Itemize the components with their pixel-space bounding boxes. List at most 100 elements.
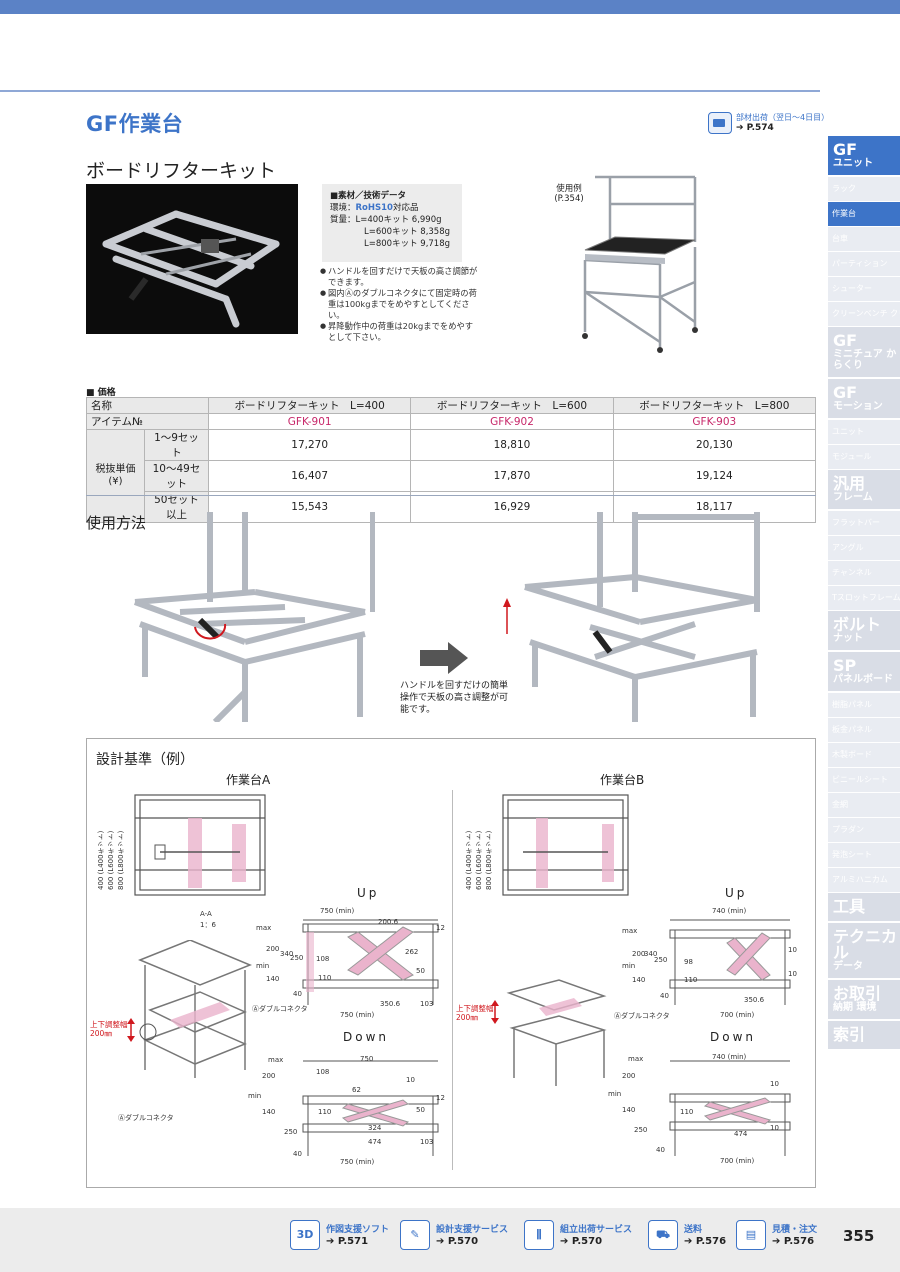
sidebar-category-subtitle: パネルボード (833, 674, 893, 685)
dim: 200 (632, 950, 646, 958)
sidebar-item[interactable]: フラットバー (828, 511, 900, 535)
footer-ref[interactable]: ➔ P.570 (436, 1236, 479, 1247)
bench-b-plan-drawing (502, 794, 629, 896)
usage-after-illustration (503, 512, 760, 722)
section-divider (86, 495, 816, 496)
design-support-icon[interactable]: ✎ (400, 1220, 430, 1250)
page-number: 355 (843, 1227, 875, 1245)
dim: 10 (770, 1124, 779, 1132)
footer-label[interactable]: 作図支援ソフト (326, 1225, 390, 1235)
sidebar-item[interactable]: 板金パネル (828, 718, 900, 742)
sidebar-item[interactable]: チャンネル (828, 561, 900, 585)
dim: 474 (734, 1130, 748, 1138)
table-row: 税抜単価 (¥) 1〜9セット 17,270 18,810 20,130 (86, 429, 817, 523)
usage-before-illustration (133, 512, 375, 722)
sidebar-category-title: お取引 (833, 984, 882, 1003)
sidebar-category[interactable]: 工具 (828, 893, 900, 921)
dim: 50 (416, 1106, 425, 1114)
sidebar-item[interactable]: モジュール (828, 445, 900, 469)
dim: 750 (min) (340, 1158, 375, 1166)
design-divider (452, 790, 453, 1170)
column-header: ボードリフターキット L=800 (612, 397, 817, 414)
footer-label[interactable]: 組立出荷サービス (560, 1225, 633, 1235)
sidebar-item[interactable]: ビニールシート (828, 768, 900, 792)
qty-cell: 50セット以上 (144, 491, 209, 523)
footer-ref[interactable]: ➔ P.571 (326, 1236, 369, 1247)
dim: 62 (352, 1086, 361, 1094)
dim: 140 (262, 1108, 276, 1116)
sidebar-item[interactable]: ユニット (828, 420, 900, 444)
rohs-badge: RoHS10 (355, 203, 393, 213)
sidebar-category-subtitle: ユニット (833, 158, 873, 169)
sidebar-category[interactable]: 汎用フレーム (828, 470, 900, 509)
dim: 250 (290, 954, 304, 962)
sidebar-item[interactable]: 作業台 (828, 202, 900, 226)
footer-label[interactable]: 設計支援サービス (436, 1225, 509, 1235)
sidebar-item[interactable]: 発泡シート (828, 843, 900, 867)
note-item: 昇降動作中の荷重は20kgまでをめやすとして下さい。 (320, 321, 480, 343)
sidebar-item[interactable]: ラック (828, 177, 900, 201)
sidebar-category-title: 汎用 (833, 474, 866, 493)
price-cell: 15,543 (207, 491, 412, 523)
dim: 750 (min) (320, 907, 355, 915)
dim: 200.6 (378, 918, 399, 926)
quote-order-icon[interactable]: ▤ (736, 1220, 766, 1250)
dim: min (622, 962, 636, 970)
dim: max (622, 927, 638, 935)
sidebar-item[interactable]: シューター (828, 277, 900, 301)
truck-icon[interactable]: ⛟ (648, 1220, 678, 1250)
sidebar-item[interactable]: アルミハニカム (828, 868, 900, 892)
sidebar-item[interactable]: プラダン (828, 818, 900, 842)
footer-ref[interactable]: ➔ P.576 (684, 1236, 727, 1247)
dim: 474 (368, 1138, 382, 1146)
shipping-text: 部材出荷（翌日〜4日目） (736, 113, 830, 122)
price-cell: 17,270 (207, 429, 412, 461)
footer-label[interactable]: 送料 (684, 1225, 703, 1235)
dim: 350.6 (380, 1000, 401, 1008)
dim: 103 (420, 1000, 434, 1008)
item-number-header: アイテム№ (86, 413, 209, 430)
sidebar-item[interactable]: クリーンベンチ クリーンブース (828, 302, 900, 326)
down-label-a: Down (343, 1030, 390, 1044)
footer-label[interactable]: 見積・注文 (772, 1225, 818, 1235)
shipping-page-ref[interactable]: ➔ P.574 (736, 123, 774, 133)
assembly-icon[interactable]: ⫼ (524, 1220, 554, 1250)
sidebar-item[interactable]: 樹脂パネル (828, 693, 900, 717)
sidebar-item[interactable]: パーティション (828, 252, 900, 276)
shipping-icon (708, 112, 732, 134)
section-label: A-A (200, 910, 212, 918)
sidebar-category-subtitle: 納期 環境 (833, 1002, 877, 1013)
dim: 110 (318, 1108, 332, 1116)
dim: 250 (654, 956, 668, 964)
sidebar-item[interactable]: アングル (828, 536, 900, 560)
sidebar-category[interactable]: テクニカルデータ (828, 923, 900, 978)
dim: max (268, 1056, 284, 1064)
3d-software-icon[interactable]: 3D (290, 1220, 320, 1250)
spec-mass-2: L=600キット 8,358g (364, 227, 451, 237)
footer-ref[interactable]: ➔ P.570 (560, 1236, 603, 1247)
qty-cell: 10〜49セット (144, 460, 209, 492)
sidebar-item[interactable]: 木製ボード (828, 743, 900, 767)
sidebar-item[interactable]: Tスロットフレーム (828, 586, 900, 610)
dim: 10 (788, 970, 797, 978)
sidebar-item[interactable]: 台車 (828, 227, 900, 251)
sidebar-category[interactable]: ボルトナット (828, 611, 900, 650)
dim: 700 (min) (720, 1157, 755, 1165)
product-photo (86, 184, 298, 334)
sidebar-category[interactable]: 索引 (828, 1021, 900, 1049)
table-row: アイテム№ GFK-901 GFK-902 GFK-903 (86, 413, 817, 430)
sidebar-category[interactable]: お取引納期 環境 (828, 980, 900, 1019)
bench-a-height-dims: 400 (L400キット) 600 (L600キット) 800 (L800キット… (97, 830, 125, 890)
adjust-arrow-icon (127, 1018, 135, 1042)
footer-ref[interactable]: ➔ P.576 (772, 1236, 815, 1247)
down-label-b: Down (710, 1030, 757, 1044)
sidebar-item[interactable]: 金網 (828, 793, 900, 817)
usage-example-ref[interactable]: (P.354) (554, 194, 584, 204)
dim: 250 (634, 1126, 648, 1134)
section-title: ボードリフターキット (86, 160, 277, 182)
